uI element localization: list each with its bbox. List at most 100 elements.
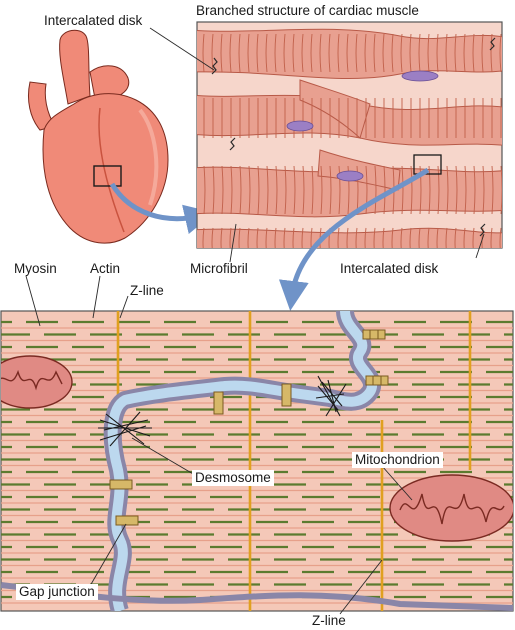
striation: [328, 33, 331, 73]
striation: [320, 165, 323, 215]
striation: [455, 165, 458, 215]
striation: [391, 33, 394, 73]
striation: [418, 227, 421, 248]
striation: [391, 227, 394, 248]
label-myosin: Myosin: [14, 261, 57, 276]
leader-microfibril: [229, 223, 237, 263]
heart-body: [42, 93, 169, 244]
striation: [329, 165, 332, 215]
leader-intercalated-top: [149, 27, 215, 71]
striation: [346, 33, 349, 73]
arrow-panel-to-detail: [278, 167, 430, 311]
striation: [410, 165, 413, 215]
striation: [382, 227, 385, 248]
striation: [418, 33, 421, 73]
striation: [463, 33, 466, 73]
leader-zline-top: [119, 295, 129, 319]
mitochondrion-left: [1, 355, 73, 409]
striation: [238, 33, 241, 73]
striation: [409, 227, 412, 248]
zoom-box: [413, 154, 442, 175]
leader-gap-junction: [89, 523, 127, 587]
label-z-line-top: Z-line: [130, 283, 164, 298]
fiber-3: [197, 166, 502, 218]
striation: [266, 165, 269, 215]
striation: [346, 227, 349, 248]
striation: [373, 33, 376, 73]
striation: [401, 165, 404, 215]
leader-desmosome: [131, 437, 201, 479]
heart-aorta: [59, 29, 91, 105]
striation: [256, 227, 259, 248]
heart-shade: [138, 108, 159, 206]
striation: [490, 227, 493, 248]
striation: [499, 33, 502, 73]
striation: [437, 165, 440, 215]
striation: [202, 33, 205, 73]
disk-mark-3: [479, 223, 486, 237]
fiber-branch: [299, 79, 371, 139]
label-gap-junction: Gap junction: [16, 584, 98, 600]
striation: [292, 227, 295, 248]
striation: [247, 33, 250, 73]
striation: [482, 165, 485, 215]
detail-panel: [0, 310, 514, 612]
striation: [310, 227, 313, 248]
label-mitochondrion: Mitochondrion: [352, 452, 443, 468]
striation: [454, 33, 457, 73]
striation: [355, 227, 358, 248]
striation: [257, 165, 260, 215]
striation: [428, 165, 431, 215]
striation: [220, 227, 223, 248]
striation: [364, 227, 367, 248]
striation: [337, 33, 340, 73]
striation: [230, 165, 233, 215]
striation: [265, 33, 268, 73]
striation: [499, 227, 502, 248]
gap-junction-3: [213, 391, 224, 415]
heart-groove: [98, 107, 125, 233]
striation: [248, 165, 251, 215]
striation: [212, 165, 215, 215]
leader-actin: [92, 275, 101, 319]
striation: [238, 227, 241, 248]
desmosome-right: [315, 375, 347, 417]
striation: [274, 33, 277, 73]
mitochondrion-right: [389, 474, 513, 542]
striation: [445, 227, 448, 248]
striation: [491, 165, 494, 215]
striation: [374, 165, 377, 215]
striation: [283, 33, 286, 73]
striation: [301, 227, 304, 248]
leader-myosin: [25, 275, 41, 327]
striation: [400, 33, 403, 73]
fiber-4: [197, 227, 502, 248]
branched-muscle-panel: [196, 21, 503, 249]
heart-sample-box: [93, 165, 122, 187]
striation: [274, 227, 277, 248]
striation: [292, 33, 295, 73]
striation: [302, 165, 305, 215]
striation: [419, 165, 422, 215]
striation: [365, 165, 368, 215]
arrow-heart-to-panel: [109, 182, 215, 234]
intercalated-cytoplasm: [107, 311, 377, 611]
leader-zline-bottom: [339, 559, 383, 615]
gap-junction-5: [109, 479, 133, 490]
striation: [355, 33, 358, 73]
desmosome-left: [98, 411, 152, 447]
striation: [319, 33, 322, 73]
striation: [436, 33, 439, 73]
striation: [301, 33, 304, 73]
striation: [247, 227, 250, 248]
striation: [311, 165, 314, 215]
fiber-1: [197, 28, 502, 79]
striation: [446, 165, 449, 215]
striation: [436, 227, 439, 248]
leader-intercalated-right: [475, 233, 485, 259]
striation: [202, 227, 205, 248]
striation: [481, 33, 484, 73]
striation: [293, 165, 296, 215]
striation: [383, 165, 386, 215]
